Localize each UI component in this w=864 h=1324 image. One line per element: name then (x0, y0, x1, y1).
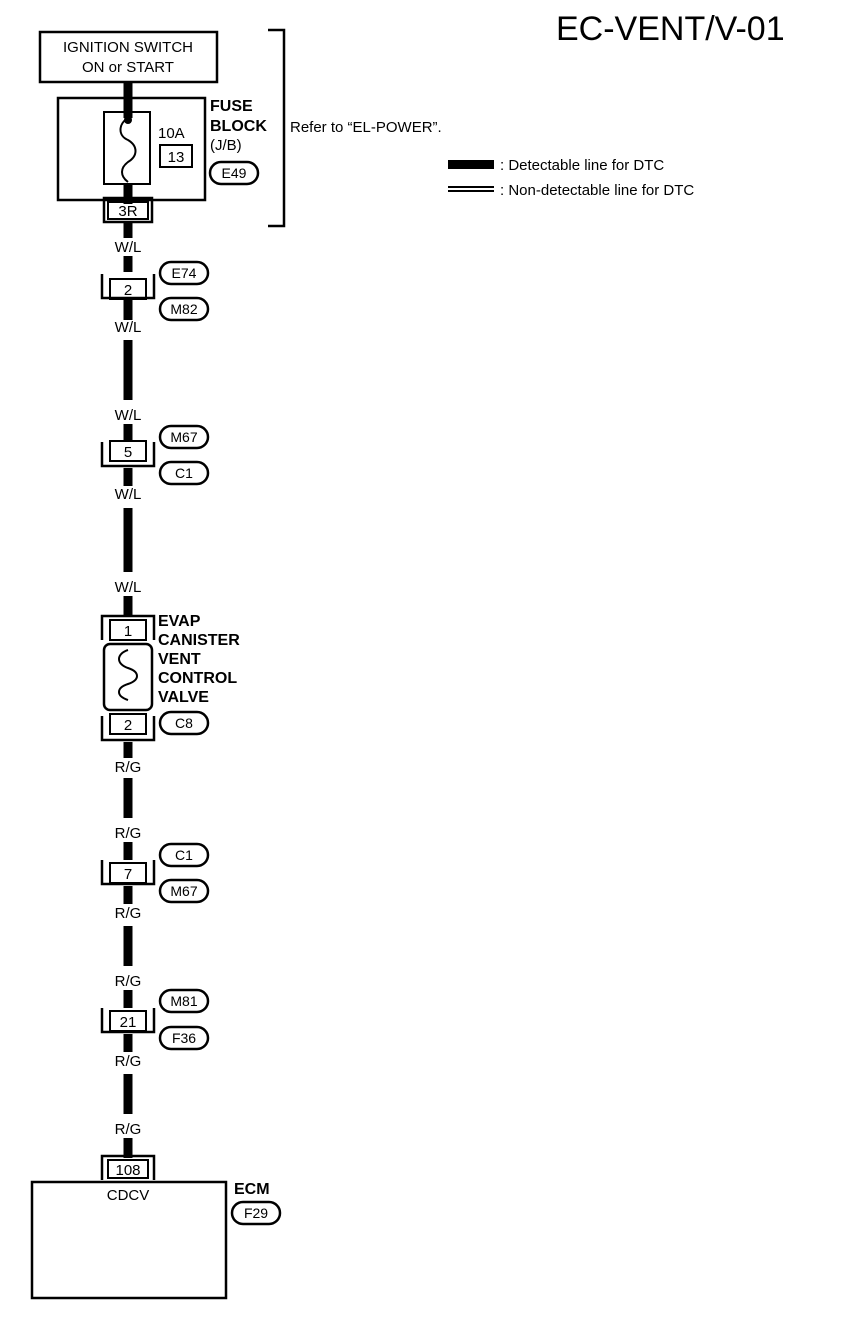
refer-el-power: Refer to “EL-POWER”. (290, 119, 442, 136)
fuse-block-pin-3r: 3R (102, 196, 154, 224)
connector-e74: E74 (172, 265, 197, 281)
valve-label-2: CANISTER (158, 632, 240, 649)
connector-m82: M82 (170, 301, 197, 317)
wire-color-r2: R/G (115, 825, 142, 842)
valve-label-4: CONTROL (158, 670, 237, 687)
evap-vent-control-valve: 1 2 EVAP CANISTER VENT CONTROL VALVE C8 (100, 613, 240, 742)
svg-text:3R: 3R (118, 203, 137, 220)
page-title: EC-VENT/V-01 (556, 10, 785, 48)
fuse-block-connector: E49 (222, 165, 247, 181)
ecm-terminal-cdcv: CDCV (107, 1187, 150, 1204)
connector-f36: F36 (172, 1030, 196, 1046)
legend-non-detectable: : Non-detectable line for DTC (500, 182, 694, 199)
valve-label-1: EVAP (158, 613, 201, 630)
connector-c1-m67: 7 C1 M67 (100, 842, 210, 904)
solenoid-coil-icon (118, 649, 138, 701)
legend-detectable-swatch (448, 160, 494, 169)
wire-color-w1: W/L (115, 239, 142, 256)
wire-color-r6: R/G (115, 1121, 142, 1138)
fuse-block: 10A 13 FUSE BLOCK (J/B) E49 (56, 96, 267, 202)
legend-detectable: : Detectable line for DTC (500, 157, 664, 174)
valve-label-5: VALVE (158, 689, 209, 706)
connector-m67: M67 (170, 429, 197, 445)
connector-m81: M81 (170, 993, 197, 1009)
connector-c1-b: C1 (175, 847, 193, 863)
connector-m67-c1: 5 M67 C1 (100, 424, 210, 486)
fuse-number: 13 (168, 149, 185, 166)
connector-m67-b: M67 (170, 883, 197, 899)
valve-pin-1: 1 (124, 623, 132, 640)
ecm-pin-108: 108 (115, 1162, 140, 1179)
valve-label-3: VENT (158, 651, 201, 668)
fuse-icon (119, 117, 137, 183)
connector-c1: C1 (175, 465, 193, 481)
svg-text:21: 21 (120, 1014, 137, 1031)
legend: : Detectable line for DTC : Non-detectab… (448, 157, 694, 199)
valve-pin-2: 2 (124, 717, 132, 734)
fuse-block-label-3: (J/B) (210, 137, 242, 154)
wire-color-r1: R/G (115, 759, 142, 776)
ignition-switch: IGNITION SWITCH ON or START (38, 30, 219, 84)
wire-color-r5: R/G (115, 1053, 142, 1070)
connector-f29: F29 (244, 1205, 268, 1221)
fuse-amperage: 10A (158, 125, 185, 142)
ignition-switch-label-2: ON or START (82, 59, 174, 76)
fuse-block-label-2: BLOCK (210, 118, 267, 135)
ecm: 108 CDCV ECM F29 (30, 1154, 282, 1300)
svg-text:7: 7 (124, 866, 132, 883)
wire-color-w4: W/L (115, 486, 142, 503)
connector-m81-f36: 21 M81 F36 (100, 988, 210, 1051)
wire-color-w3: W/L (115, 407, 142, 424)
wire-color-w5: W/L (115, 579, 142, 596)
wire-color-w2: W/L (115, 319, 142, 336)
fuse-block-label-1: FUSE (210, 98, 253, 115)
connector-e74-m82: 2 E74 M82 (100, 260, 210, 322)
svg-text:5: 5 (124, 444, 132, 461)
ecm-label: ECM (234, 1181, 270, 1198)
wire-color-r3: R/G (115, 905, 142, 922)
svg-text:2: 2 (124, 282, 132, 299)
wire-color-r4: R/G (115, 973, 142, 990)
ignition-switch-label-1: IGNITION SWITCH (63, 39, 193, 56)
connector-c8: C8 (175, 715, 193, 731)
power-bracket (268, 28, 286, 228)
